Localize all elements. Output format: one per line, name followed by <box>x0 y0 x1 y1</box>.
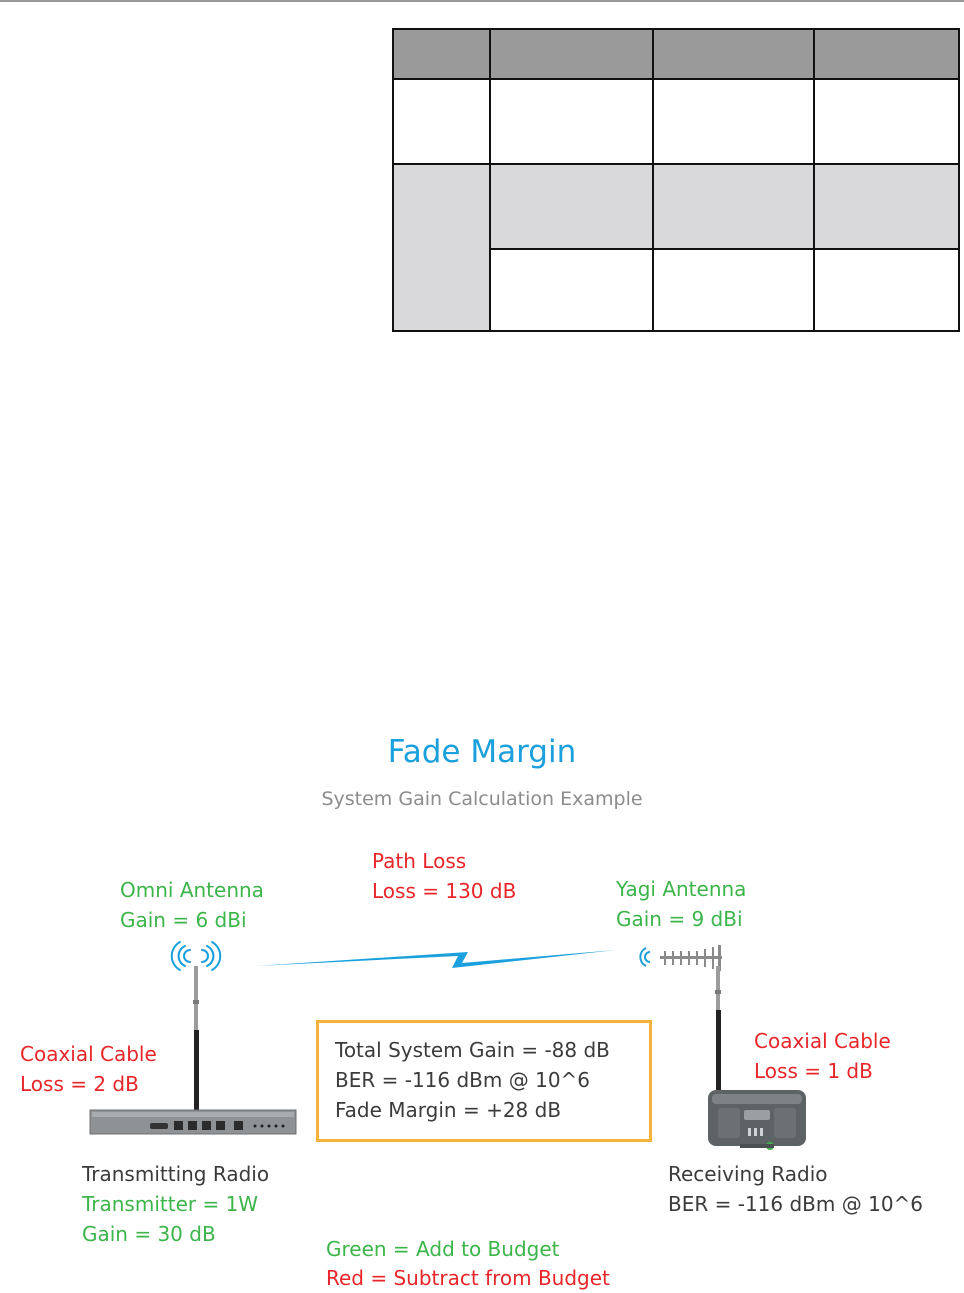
transmitter-gain: Gain = 30 dB <box>82 1222 216 1246</box>
total-system-gain: Total System Gain = -88 dB <box>335 1038 610 1062</box>
omni-antenna-gain: Gain = 6 dBi <box>120 908 247 932</box>
receiver-radio-icon <box>708 1090 806 1150</box>
tx-cable-label: Coaxial Cable Loss = 2 dB <box>20 1039 157 1099</box>
omni-antenna-icon <box>193 966 199 1110</box>
yagi-antenna-gain: Gain = 9 dBi <box>616 907 743 931</box>
rx-cable-label: Coaxial Cable Loss = 1 dB <box>754 1026 891 1086</box>
table-rule <box>394 163 958 165</box>
data-table <box>392 28 960 332</box>
table-merged-cell-shaded <box>394 248 490 330</box>
omni-antenna-name: Omni Antenna <box>120 878 264 902</box>
receiving-radio-label: Receiving Radio BER = -116 dBm @ 10^6 <box>668 1159 923 1219</box>
yagi-antenna-name: Yagi Antenna <box>616 877 747 901</box>
path-loss-name: Path Loss <box>372 849 467 873</box>
rx-cable-loss: Loss = 1 dB <box>754 1059 873 1083</box>
transmitting-radio-label: Transmitting Radio Transmitter = 1W Gain… <box>82 1159 269 1249</box>
tx-cable-loss: Loss = 2 dB <box>20 1072 139 1096</box>
path-loss-value: Loss = 130 dB <box>372 879 517 903</box>
transmitting-radio-name: Transmitting Radio <box>82 1162 270 1186</box>
path-loss-label: Path Loss Loss = 130 dB <box>372 846 516 906</box>
rx-cable-name: Coaxial Cable <box>754 1029 891 1053</box>
omni-antenna-label: Omni Antenna Gain = 6 dBi <box>120 875 264 935</box>
top-rule <box>0 0 964 2</box>
diagram-title: Fade Margin <box>387 734 577 770</box>
diagram-subtitle: System Gain Calculation Example <box>321 788 643 810</box>
table-column-divider <box>489 30 491 330</box>
receiving-radio-name: Receiving Radio <box>668 1162 828 1186</box>
legend-red: Red = Subtract from Budget <box>326 1266 610 1290</box>
table-column-divider <box>813 30 815 330</box>
yagi-antenna-icon <box>639 945 722 1092</box>
table-header-row <box>394 30 958 78</box>
radio-link-icon <box>256 950 616 968</box>
transmitter-power: Transmitter = 1W <box>82 1192 259 1216</box>
table-column-divider <box>652 30 654 330</box>
tx-cable-name: Coaxial Cable <box>20 1042 157 1066</box>
ber-value: BER = -116 dBm @ 10^6 <box>335 1068 591 1092</box>
legend-green: Green = Add to Budget <box>326 1237 560 1261</box>
rack-radio-icon <box>89 1109 297 1135</box>
receiving-radio-ber: BER = -116 dBm @ 10^6 <box>668 1192 924 1216</box>
table-rule <box>394 78 958 80</box>
legend: Green = Add to Budget Red = Subtract fro… <box>326 1235 610 1293</box>
wifi-signal-icon <box>170 941 222 971</box>
system-gain-summary-box: Total System Gain = -88 dB BER = -116 dB… <box>316 1020 652 1142</box>
fade-margin-value: Fade Margin = +28 dB <box>335 1098 562 1122</box>
table-rule <box>489 248 958 250</box>
yagi-antenna-label: Yagi Antenna Gain = 9 dBi <box>616 874 746 934</box>
table-row-shaded <box>394 164 958 248</box>
